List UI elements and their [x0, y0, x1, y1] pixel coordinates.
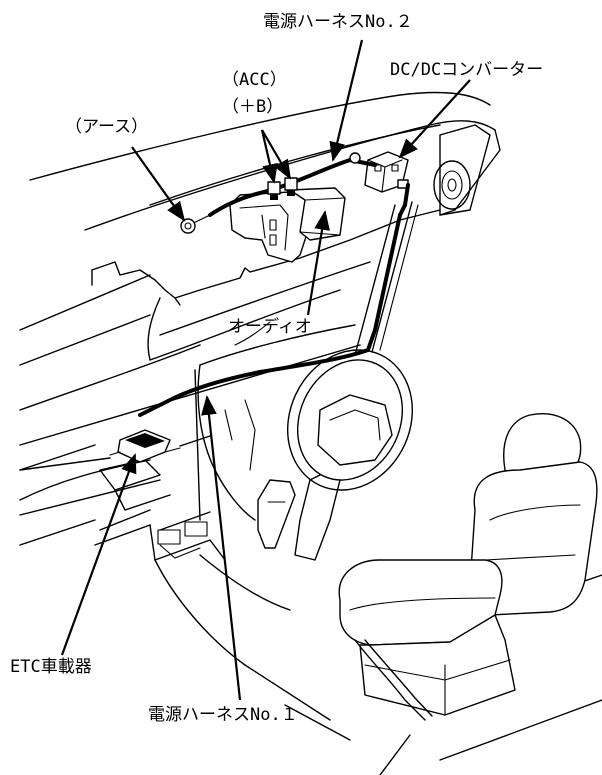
ground-leader [131, 146, 186, 222]
label-harness-no2: 電源ハーネスNo.２ [263, 12, 413, 32]
a-pillar [354, 201, 419, 356]
dcdc-converter [364, 151, 409, 193]
harness-no2-leader [329, 39, 364, 162]
speaker [433, 124, 491, 216]
harness-no1 [138, 213, 402, 417]
audio-leader [306, 210, 330, 316]
dashboard-upper [19, 209, 441, 446]
acc-leader-2 [261, 129, 291, 180]
label-dcdc-converter: DC/DCコンバーター [390, 60, 543, 80]
windshield-outline [29, 91, 501, 231]
driver-seat [338, 413, 598, 721]
label-harness-no1: 電源ハーネスNo.１ [148, 705, 298, 725]
steering-wheel [257, 349, 414, 561]
ground-terminal [180, 218, 196, 234]
label-etc-unit: ETC車載器 [10, 657, 92, 677]
label-plus-b: （＋B） [222, 97, 283, 117]
harness-no1-leader [201, 395, 242, 701]
labels: 電源ハーネスNo.２ （ACC） （＋B） （アース） DC/DCコンバーター … [10, 12, 543, 725]
label-acc: （ACC） [222, 70, 287, 90]
harness-no2 [189, 152, 410, 226]
acc-leader-1 [260, 129, 278, 184]
lower-dashboard [19, 324, 356, 666]
leader-arrows [60, 39, 471, 701]
label-ground: （アース） [65, 117, 148, 137]
audio-unit [229, 187, 346, 263]
dcdc-leader [398, 79, 471, 159]
label-audio: オーディオ [228, 316, 312, 337]
etc-leader [60, 453, 137, 656]
